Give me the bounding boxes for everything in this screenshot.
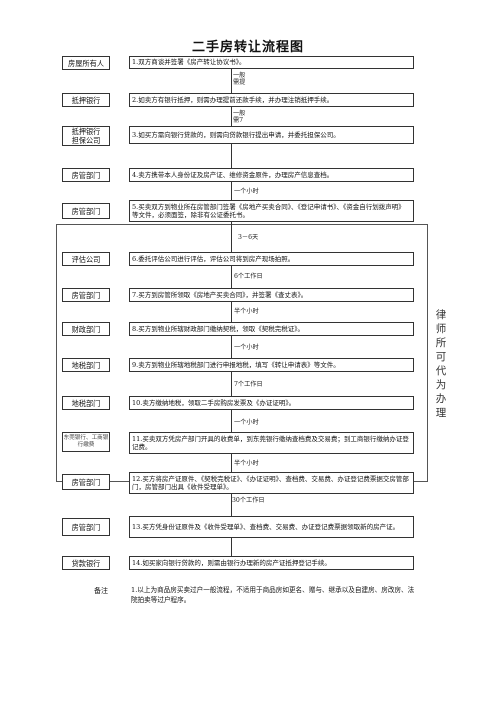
dept-box: 财政部门 — [62, 322, 110, 336]
step-box: 9.卖方到物业所辖地税部门进行申报地税，填写《转让申请表》等文件。 — [129, 358, 414, 372]
note-text: 1.以上为商品房买卖过户一般流程，不适用于商品房如更名、赠与、继承以及自建房、房… — [131, 586, 415, 604]
dept-box: 房管部门 — [62, 168, 110, 182]
step-box: 2.如卖方有银行抵押，则需办理提前还款手续，并办理注销抵押手续。 — [129, 93, 414, 107]
duration-label: 一般 需提 — [233, 72, 246, 86]
dept-box: 房屋所有人 — [62, 56, 110, 70]
flow-connector — [231, 494, 232, 516]
duration-label: 一个小时 — [234, 344, 259, 351]
dept-box: 东莞银行、工商银行缴费 — [62, 432, 110, 452]
flow-connector — [231, 266, 232, 288]
dept-box: 房管部门 — [62, 474, 110, 490]
step-box: 10.卖方缴纳地税，领取二手房购房发票及《办证证明》。 — [129, 396, 414, 410]
dept-box: 贷款银行 — [62, 556, 110, 570]
flow-connector — [231, 454, 232, 472]
duration-label: 一个小时 — [234, 188, 259, 195]
flow-connector — [231, 410, 232, 432]
flow-connector — [231, 182, 232, 200]
step-box: 11.买卖双方凭房产部门开具的收费单，到东莞银行缴纳查档费及交易费；到工商银行缴… — [129, 432, 414, 454]
flow-connector — [231, 302, 232, 322]
duration-label: 7个工作日 — [234, 381, 263, 388]
flow-connector — [231, 336, 232, 358]
flow-connector — [231, 144, 232, 168]
flow-connector — [231, 372, 232, 396]
duration-label: 半个小时 — [234, 308, 259, 315]
duration-label: 一般 需7 — [233, 110, 246, 124]
step-box: 7.买方到房管所领取《房地产买卖合同》，并签署《查丈表》。 — [129, 288, 414, 302]
dept-box: 房管部门 — [62, 203, 110, 219]
step-box: 8.买方到物业所辖财政部门缴纳契税，领取《契税完税证》。 — [129, 322, 414, 336]
dept-box: 地税部门 — [62, 396, 110, 410]
flow-connector — [231, 538, 232, 556]
duration-label: 6个工作日 — [234, 273, 263, 280]
duration-label: 30个工作日 — [232, 497, 265, 504]
dept-box: 房管部门 — [62, 288, 110, 302]
dept-box: 地税部门 — [62, 358, 110, 372]
step-box: 3.如买方需向银行贷款的，则需向贷款银行提出申请，并委托担保公司。 — [129, 126, 414, 144]
duration-label: 半个小时 — [234, 460, 259, 467]
note-label: 备注 — [94, 587, 108, 595]
flow-connector — [231, 68, 232, 93]
dept-box: 抵押银行 担保公司 — [62, 126, 110, 146]
dept-box: 抵押银行 — [62, 93, 110, 107]
dept-box: 房管部门 — [62, 518, 110, 536]
lawyer-side-note: 律师所可代为办理 — [435, 309, 447, 419]
flow-connector — [231, 107, 232, 126]
duration-label: 一个小时 — [234, 419, 259, 426]
step-box: 14.如买家向银行贷款的，则需由银行办理新的房产证抵押登记手续。 — [129, 556, 414, 570]
duration-label: 3－6天 — [238, 234, 259, 241]
dept-box: 评估公司 — [62, 252, 110, 266]
flow-connector — [231, 222, 232, 252]
step-box: 12.买方将房产证原件、《契税完税证》、《办证证明》、查档费、交易费、办证登记费… — [129, 472, 414, 494]
step-box: 13.买方凭身份证原件及《收件受理单》、查档费、交易费、办证登记费票据领取新的房… — [129, 516, 414, 538]
page-title: 二手房转让流程图 — [191, 40, 304, 55]
step-box: 1.双方商谈并签署《房产转让协议书》。 — [129, 56, 414, 69]
step-box: 5.买卖双方到物业所在房管部门签署《房地产买卖合同》、《登记申请书》、《资金自行… — [129, 200, 414, 222]
step-box: 6.委托评估公司进行评估，评估公司将到房产现场拍照。 — [129, 252, 414, 266]
step-box: 4.卖方携带本人身份证及房产证、维修资金原件，办理房产信息查档。 — [129, 168, 414, 182]
